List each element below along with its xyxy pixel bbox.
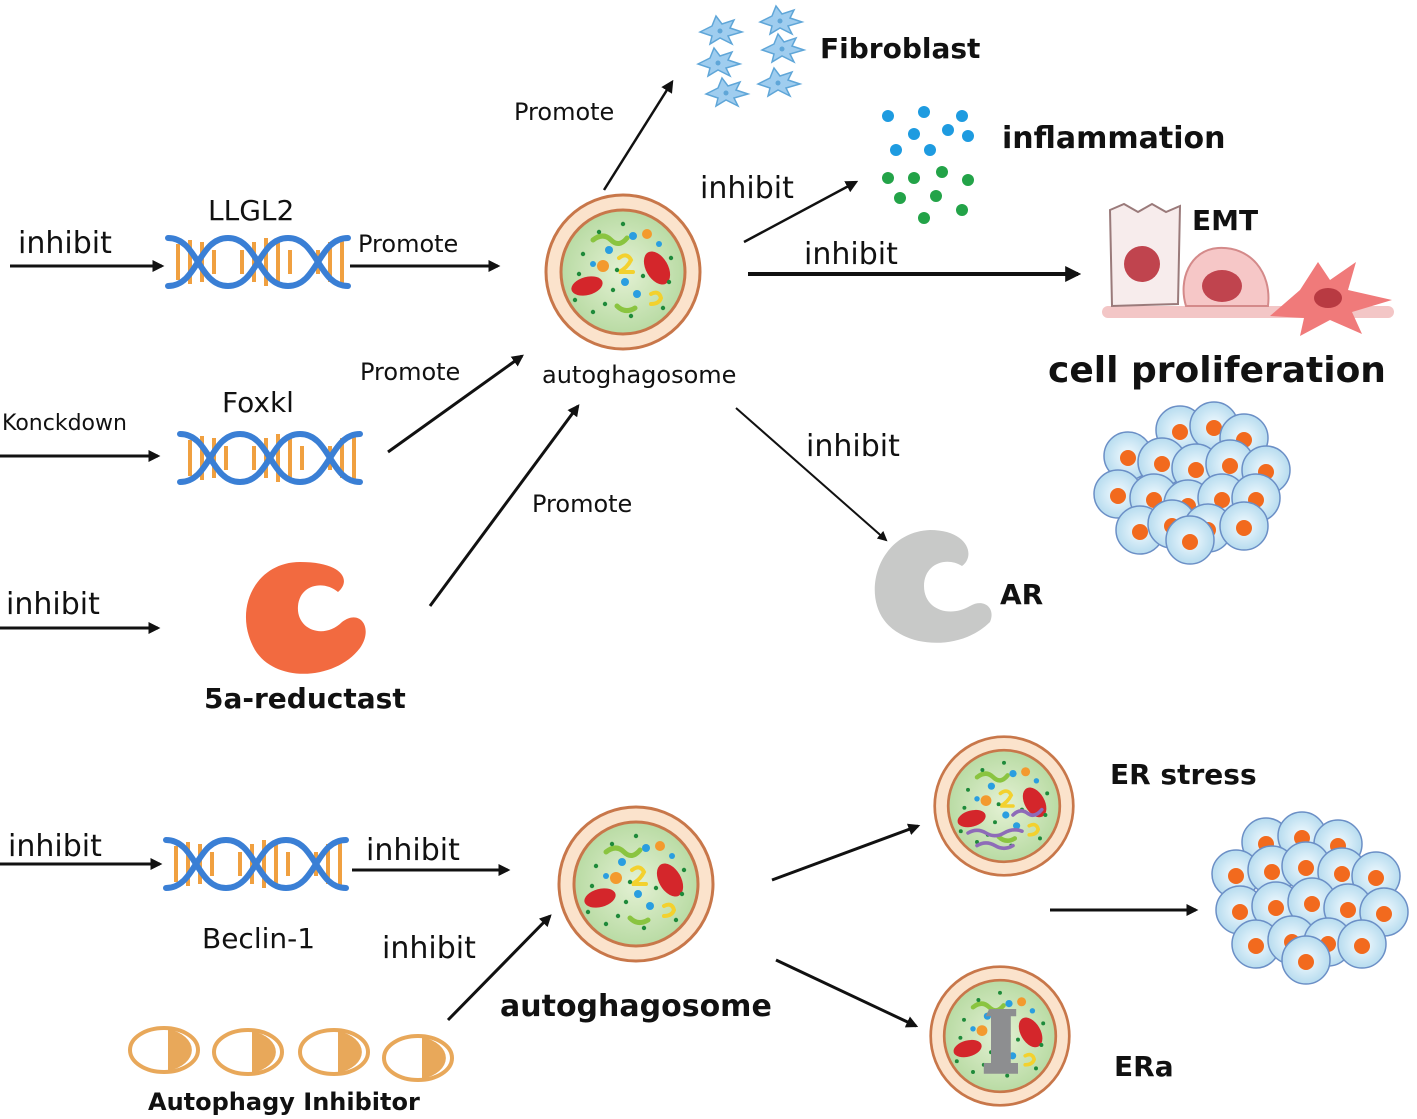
receptor-icon [874, 530, 992, 643]
cell-cluster-icon [1211, 811, 1409, 985]
autophagosome-icon [546, 195, 700, 349]
emt-icon [1102, 202, 1394, 336]
llgl2-label: LLGL2 [208, 194, 294, 227]
edge-inhibit-5a: inhibit [6, 587, 100, 622]
autophagosome-bottom-label: autoghagosome [500, 989, 772, 1024]
arrow-foxkl-promote [387, 354, 524, 454]
enzyme-icon [245, 562, 366, 674]
arrow-to-era [775, 958, 919, 1028]
er-stress-label: ER stress [1110, 758, 1257, 791]
er-stress-cell-icon [935, 737, 1074, 876]
edge-inhibit-emt: inhibit [804, 237, 898, 272]
edge-beclin1-inhibit: inhibit [366, 833, 460, 868]
edge-promote-fibroblast: Promote [514, 98, 614, 126]
arrow-inhibitor-inhibit [446, 914, 552, 1022]
era-label: ERa [1114, 1050, 1174, 1083]
arrow-inhibit-ar [735, 407, 888, 542]
edge-foxkl-promote: Promote [360, 358, 460, 386]
five-a-reductast-label: 5a-reductast [204, 682, 406, 715]
autophagosome-top-label: autoghagosome [542, 361, 736, 389]
arrow-inhibit-inflammation [743, 180, 859, 244]
pill-icon [128, 1026, 454, 1082]
autophagy-inhibitor-label: Autophagy Inhibitor [148, 1088, 420, 1116]
beclin1-label: Beclin-1 [202, 922, 315, 955]
edge-inhibit-inflammation: inhibit [700, 171, 794, 206]
autophagosome-icon [559, 807, 713, 961]
arrow-promote-fibroblast [602, 79, 674, 191]
cytokine-icon [882, 106, 974, 224]
edge-inhibitor-inhibit: inhibit [382, 931, 476, 966]
dna-icon [180, 434, 360, 482]
edge-inhibit-ar: inhibit [806, 429, 900, 464]
foxkl-label: Foxkl [222, 386, 294, 419]
inflammation-label: inflammation [1002, 121, 1225, 156]
ar-label: AR [1000, 578, 1043, 611]
fibroblast-label: Fibroblast [820, 32, 980, 65]
edge-inhibit-beclin1: inhibit [8, 829, 102, 864]
dna-icon [168, 238, 348, 286]
fibroblast-icon [697, 5, 805, 107]
arrow-5a-promote [428, 404, 580, 607]
edge-konckdown-foxkl: Konckdown [2, 411, 127, 436]
edge-5a-promote: Promote [532, 490, 632, 518]
era-cell-icon [931, 967, 1070, 1106]
dna-icon [166, 840, 346, 888]
arrow-to-er-stress [771, 823, 921, 882]
emt-label: EMT [1192, 204, 1258, 237]
edge-inhibit-llgl2: inhibit [18, 226, 112, 261]
edge-llgl2-promote: Promote [358, 230, 458, 258]
cell-proliferation-label: cell proliferation [1048, 350, 1386, 391]
cell-cluster-icon [1093, 401, 1291, 565]
